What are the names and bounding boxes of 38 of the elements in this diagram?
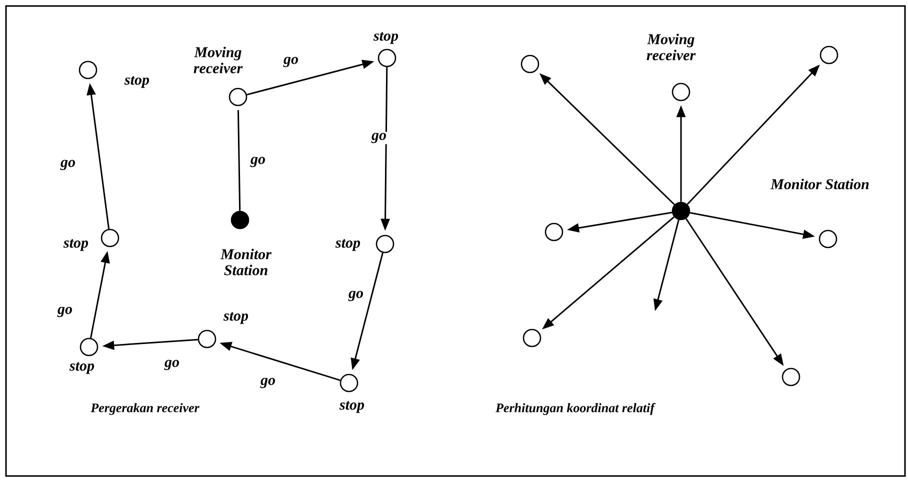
receiver-circle [78,60,98,80]
edge-label: go [57,306,72,318]
edge-label: go [164,360,179,370]
node-label: stop [373,32,398,44]
receiver-circle [818,230,838,248]
edge-label: go [260,378,275,388]
node-label: stop [69,362,94,374]
node-label: Monitor Station [220,248,272,276]
receiver-circle [228,88,248,106]
edge-label: go [348,290,363,302]
receiver-circle [672,82,690,102]
receiver-circle [820,46,838,64]
edge-label: go [371,132,386,144]
edge-label: go [250,156,265,168]
edge-label: go [60,160,75,170]
node-label: stop [339,401,364,413]
receiver-circle [520,54,540,74]
node-label: stop [335,239,360,251]
edge-label: go [283,56,298,68]
caption: Pergerakan receiver [90,403,200,415]
receiver-circle [544,222,564,242]
receiver-circle [522,328,542,348]
receiver-circle [782,368,800,386]
node-label: Moving receiver [194,46,243,74]
receiver-circle [80,338,98,356]
node-label: Moving receiver [646,34,696,60]
caption: Perhitungan koordinat relatif [496,403,656,415]
station-dot [672,202,690,220]
node-label: stop [63,239,88,251]
caption: Monitor Station [770,178,869,190]
node-label: stop [223,312,248,324]
receiver-circle [198,330,216,348]
receiver-circle [340,374,358,392]
receiver-circle [100,228,120,248]
station-dot [230,210,250,230]
node-label: stop [124,76,150,88]
receiver-circle [378,48,396,68]
receiver-circle [376,234,394,254]
